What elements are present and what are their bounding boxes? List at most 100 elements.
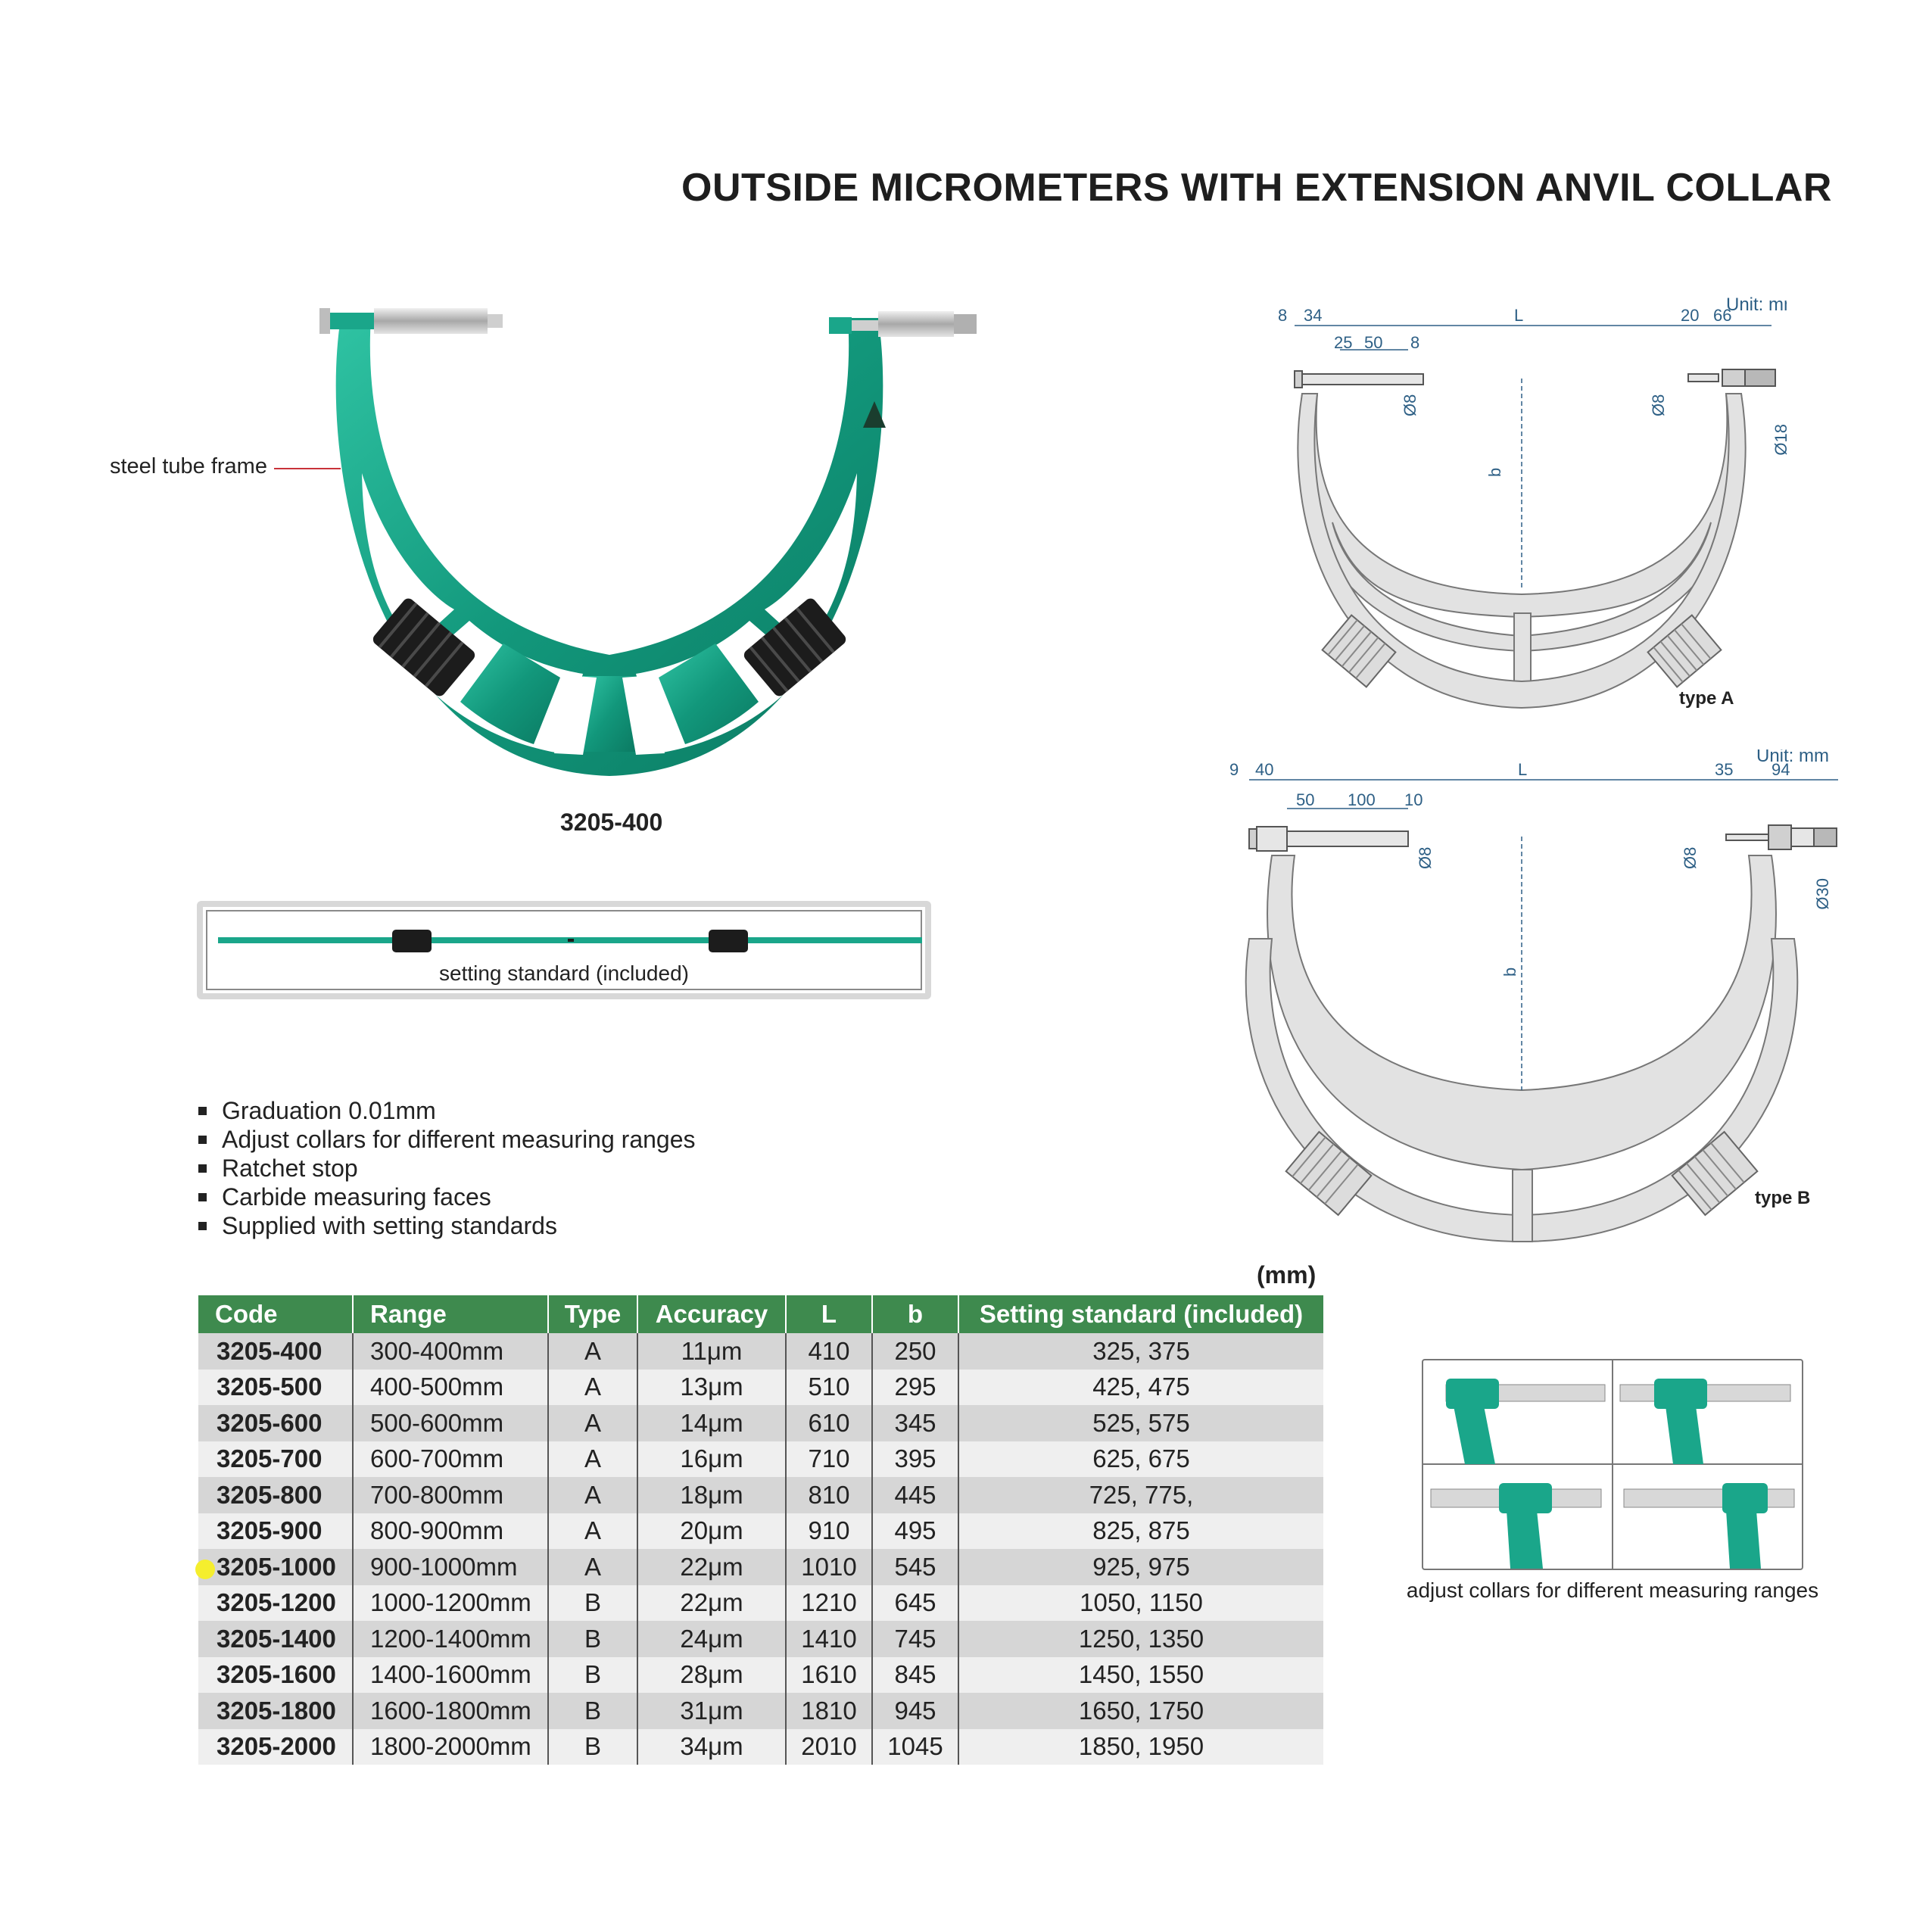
column-header: Type bbox=[548, 1295, 638, 1333]
table-cell: 11μm bbox=[637, 1333, 787, 1370]
table-cell: 1410 bbox=[786, 1621, 873, 1657]
table-cell: 3205-900 bbox=[198, 1513, 354, 1549]
table-cell: B bbox=[548, 1621, 638, 1657]
unit-label: Unit: mm bbox=[1726, 295, 1787, 315]
table-cell: 3205-1400 bbox=[198, 1621, 354, 1657]
svg-text:b: b bbox=[1485, 468, 1504, 477]
table-cell: 3205-1800 bbox=[198, 1693, 354, 1729]
column-header: Accuracy bbox=[637, 1295, 787, 1333]
feature-item: Graduation 0.01mm bbox=[198, 1096, 696, 1125]
table-cell: 745 bbox=[872, 1621, 959, 1657]
type-a-diagram: Unit: mm 8 34 L 25 50 8 20 66 Ø8 Ø8 Ø18 … bbox=[1278, 295, 1787, 709]
table-cell: A bbox=[548, 1369, 638, 1405]
table-cell: A bbox=[548, 1333, 638, 1370]
table-cell: 395 bbox=[872, 1441, 959, 1477]
table-cell: 16μm bbox=[637, 1441, 787, 1477]
type-a-label: type A bbox=[1679, 688, 1734, 709]
table-cell: B bbox=[548, 1656, 638, 1693]
table-cell: 345 bbox=[872, 1405, 959, 1441]
table-cell: 3205-2000 bbox=[198, 1728, 354, 1765]
table-cell: 3205-1000 bbox=[198, 1549, 354, 1585]
table-cell: 3205-500 bbox=[198, 1369, 354, 1405]
table-cell: 1000-1200mm bbox=[353, 1585, 549, 1621]
svg-text:8: 8 bbox=[1278, 306, 1287, 325]
svg-text:100: 100 bbox=[1348, 790, 1376, 809]
table-cell: 1450, 1550 bbox=[958, 1656, 1323, 1693]
svg-text:66: 66 bbox=[1713, 306, 1731, 325]
svg-text:10: 10 bbox=[1404, 790, 1423, 809]
table-cell: 510 bbox=[786, 1369, 873, 1405]
table-cell: 20μm bbox=[637, 1513, 787, 1549]
table-cell: 445 bbox=[872, 1477, 959, 1513]
svg-text:Ø18: Ø18 bbox=[1772, 424, 1787, 456]
table-cell: 1610 bbox=[786, 1656, 873, 1693]
table-cell: 545 bbox=[872, 1549, 959, 1585]
table-cell: 3205-700 bbox=[198, 1441, 354, 1477]
table-cell: 31μm bbox=[637, 1693, 787, 1729]
page-title: OUTSIDE MICROMETERS WITH EXTENSION ANVIL… bbox=[681, 166, 1832, 210]
svg-text:40: 40 bbox=[1255, 760, 1273, 779]
table-cell: 34μm bbox=[637, 1728, 787, 1765]
table-cell: B bbox=[548, 1585, 638, 1621]
bullet-icon bbox=[198, 1221, 207, 1230]
svg-text:Ø30: Ø30 bbox=[1813, 878, 1832, 910]
callout-leader-line bbox=[274, 468, 341, 469]
svg-text:b: b bbox=[1500, 968, 1519, 977]
table-cell: 925, 975 bbox=[958, 1549, 1323, 1585]
table-cell: 625, 675 bbox=[958, 1441, 1323, 1477]
table-cell: 710 bbox=[786, 1441, 873, 1477]
svg-text:Ø8: Ø8 bbox=[1401, 394, 1419, 416]
svg-text:25: 25 bbox=[1334, 333, 1352, 352]
bullet-icon bbox=[198, 1192, 207, 1201]
table-cell: 900-1000mm bbox=[353, 1549, 549, 1585]
svg-text:Ø8: Ø8 bbox=[1681, 847, 1700, 869]
table-cell: 1650, 1750 bbox=[958, 1693, 1323, 1729]
table-cell: A bbox=[548, 1549, 638, 1585]
table-cell: 325, 375 bbox=[958, 1333, 1323, 1370]
type-b-diagram: Unit: mm 9 40 L 50 100 10 35 94 Ø8 Ø8 Ø3… bbox=[1229, 749, 1838, 1243]
svg-text:35: 35 bbox=[1715, 760, 1733, 779]
type-b-label: type B bbox=[1755, 1188, 1810, 1208]
unit-label: Unit: mm bbox=[1756, 749, 1829, 766]
table-cell: 610 bbox=[786, 1405, 873, 1441]
svg-text:34: 34 bbox=[1304, 306, 1322, 325]
table-cell: 22μm bbox=[637, 1585, 787, 1621]
feature-item: Supplied with setting standards bbox=[198, 1211, 696, 1240]
table-cell: 700-800mm bbox=[353, 1477, 549, 1513]
column-header: Range bbox=[353, 1295, 549, 1333]
feature-item: Carbide measuring faces bbox=[198, 1183, 696, 1211]
table-cell: 800-900mm bbox=[353, 1513, 549, 1549]
svg-text:8: 8 bbox=[1410, 333, 1419, 352]
table-cell: 1010 bbox=[786, 1549, 873, 1585]
table-cell: 645 bbox=[872, 1585, 959, 1621]
table-cell: A bbox=[548, 1477, 638, 1513]
table-cell: 1250, 1350 bbox=[958, 1621, 1323, 1657]
table-cell: 1800-2000mm bbox=[353, 1728, 549, 1765]
table-cell: 13μm bbox=[637, 1369, 787, 1405]
table-cell: 1400-1600mm bbox=[353, 1656, 549, 1693]
bullet-icon bbox=[198, 1106, 207, 1115]
setting-standard-rod bbox=[218, 930, 922, 952]
svg-text:20: 20 bbox=[1681, 306, 1699, 325]
feature-item: Adjust collars for different measuring r… bbox=[198, 1125, 696, 1154]
table-cell: 250 bbox=[872, 1333, 959, 1370]
table-cell: A bbox=[548, 1441, 638, 1477]
collar-caption: adjust collars for different measuring r… bbox=[1406, 1578, 1819, 1602]
table-cell: 3205-1200 bbox=[198, 1585, 354, 1621]
bullet-icon bbox=[198, 1164, 207, 1173]
table-cell: 600-700mm bbox=[353, 1441, 549, 1477]
table-cell: A bbox=[548, 1405, 638, 1441]
svg-text:L: L bbox=[1514, 306, 1523, 325]
feature-item: Ratchet stop bbox=[198, 1154, 696, 1183]
micrometer-photo bbox=[319, 308, 977, 776]
